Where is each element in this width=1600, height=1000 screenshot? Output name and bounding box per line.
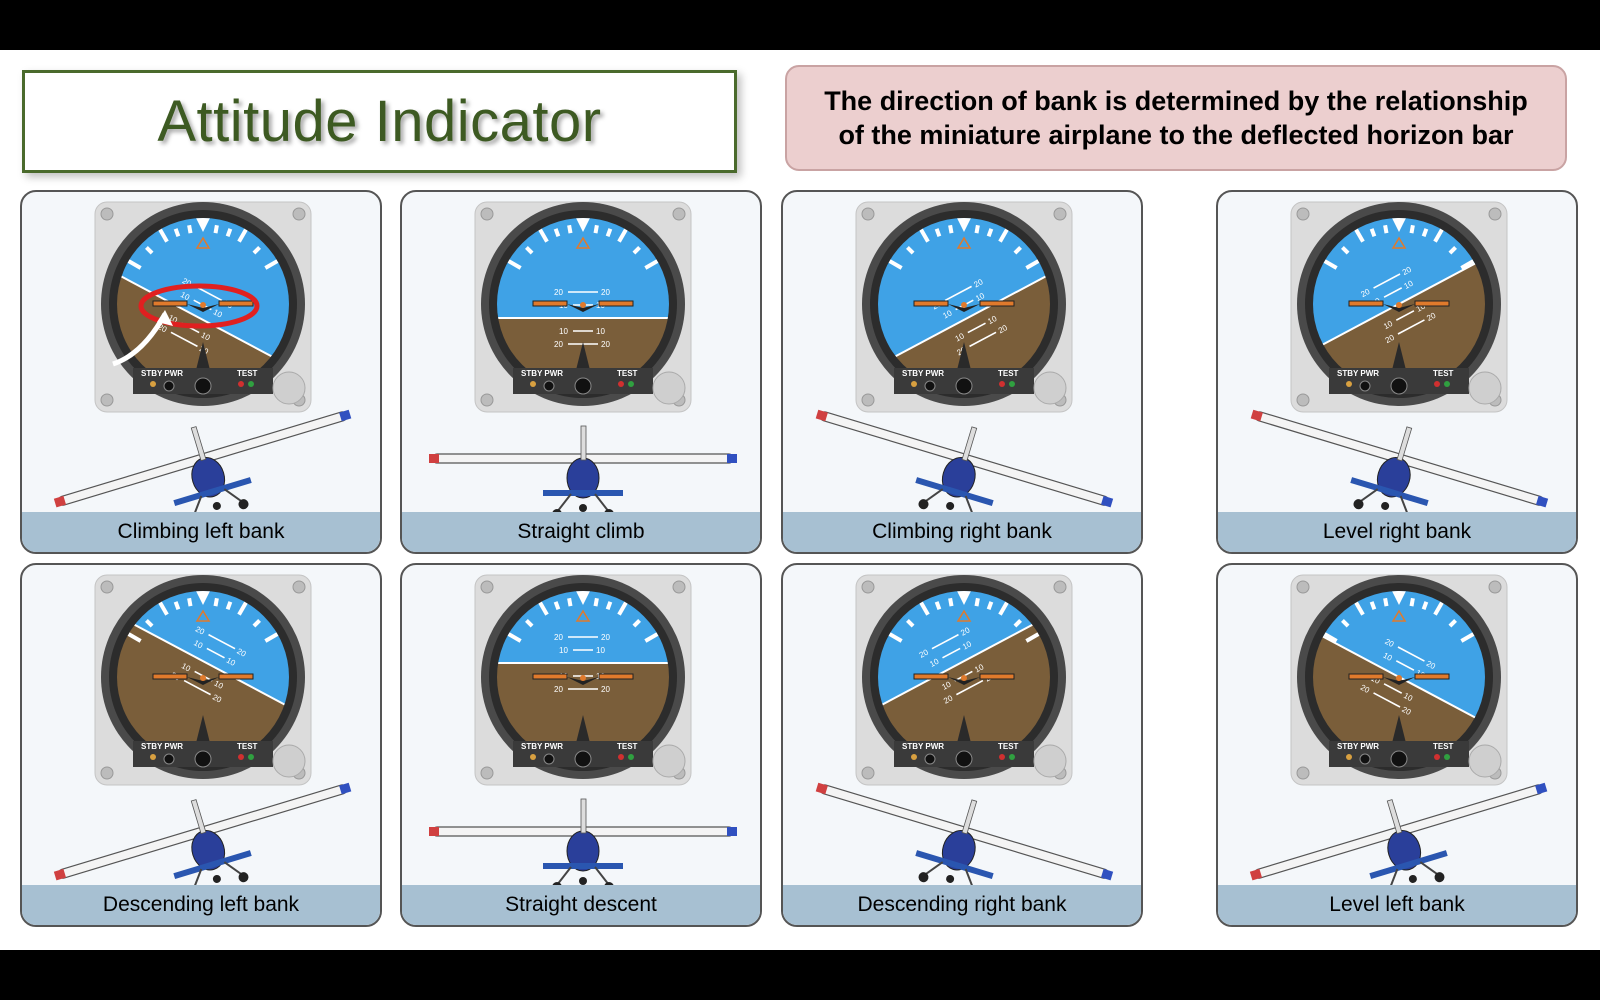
test-label: TEST xyxy=(237,369,258,378)
svg-text:20: 20 xyxy=(601,288,610,297)
airplane-illustration xyxy=(815,409,1114,516)
test-label: TEST xyxy=(617,369,638,378)
explanation-note: The direction of bank is determined by t… xyxy=(785,65,1567,171)
note-line-2: of the miniature airplane to the deflect… xyxy=(838,120,1514,150)
test-label: TEST xyxy=(1433,369,1454,378)
title-box: Attitude Indicator xyxy=(22,70,737,173)
caption-band: Descending right bank xyxy=(783,885,1141,925)
caption-band: Level left bank xyxy=(1218,885,1576,925)
stby-pwr-label: STBY PWR xyxy=(902,742,944,751)
svg-text:20: 20 xyxy=(554,340,563,349)
panel-caption: Level right bank xyxy=(1322,520,1472,543)
caption-band: Straight descent xyxy=(402,885,760,925)
slide: Attitude Indicator The direction of bank… xyxy=(0,50,1600,950)
svg-text:20: 20 xyxy=(601,633,610,642)
svg-text:20: 20 xyxy=(554,633,563,642)
stby-pwr-label: STBY PWR xyxy=(1337,369,1379,378)
note-line-1: The direction of bank is determined by t… xyxy=(824,86,1528,116)
svg-text:20: 20 xyxy=(554,288,563,297)
svg-text:10: 10 xyxy=(596,327,605,336)
svg-text:20: 20 xyxy=(554,685,563,694)
panel-caption: Straight climb xyxy=(517,520,645,543)
caption-band: Level right bank xyxy=(1218,512,1576,552)
test-label: TEST xyxy=(617,742,638,751)
airplane-illustration xyxy=(815,782,1114,889)
svg-text:10: 10 xyxy=(559,646,568,655)
panel-caption: Level left bank xyxy=(1329,893,1465,916)
caption-band: Straight climb xyxy=(402,512,760,552)
svg-text:10: 10 xyxy=(596,646,605,655)
test-label: TEST xyxy=(1433,742,1454,751)
stby-pwr-label: STBY PWR xyxy=(1337,742,1379,751)
svg-text:20: 20 xyxy=(601,340,610,349)
highlight-ring xyxy=(138,283,260,329)
panel-caption: Climbing right bank xyxy=(872,520,1052,543)
airplane-illustration xyxy=(1250,409,1549,516)
stby-pwr-label: STBY PWR xyxy=(521,369,563,378)
airplane-illustration xyxy=(429,425,737,516)
page-title: Attitude Indicator xyxy=(157,89,602,154)
stby-pwr-label: STBY PWR xyxy=(521,742,563,751)
panel-caption: Descending left bank xyxy=(102,893,300,916)
caption-band: Climbing right bank xyxy=(783,512,1141,552)
test-label: TEST xyxy=(237,742,258,751)
caption-band: Descending left bank xyxy=(22,885,380,925)
airplane-illustration xyxy=(53,409,352,516)
airplane-illustration xyxy=(429,798,737,889)
svg-text:20: 20 xyxy=(601,685,610,694)
panel-caption: Climbing left bank xyxy=(117,520,285,543)
airplane-illustration xyxy=(53,782,352,889)
svg-text:10: 10 xyxy=(559,327,568,336)
stby-pwr-label: STBY PWR xyxy=(141,369,183,378)
panel-caption: Straight descent xyxy=(505,893,657,916)
stby-pwr-label: STBY PWR xyxy=(141,742,183,751)
stby-pwr-label: STBY PWR xyxy=(902,369,944,378)
test-label: TEST xyxy=(998,742,1019,751)
panel-caption: Descending right bank xyxy=(857,893,1067,916)
caption-band: Climbing left bank xyxy=(22,512,380,552)
airplane-illustration xyxy=(1249,782,1548,889)
test-label: TEST xyxy=(998,369,1019,378)
